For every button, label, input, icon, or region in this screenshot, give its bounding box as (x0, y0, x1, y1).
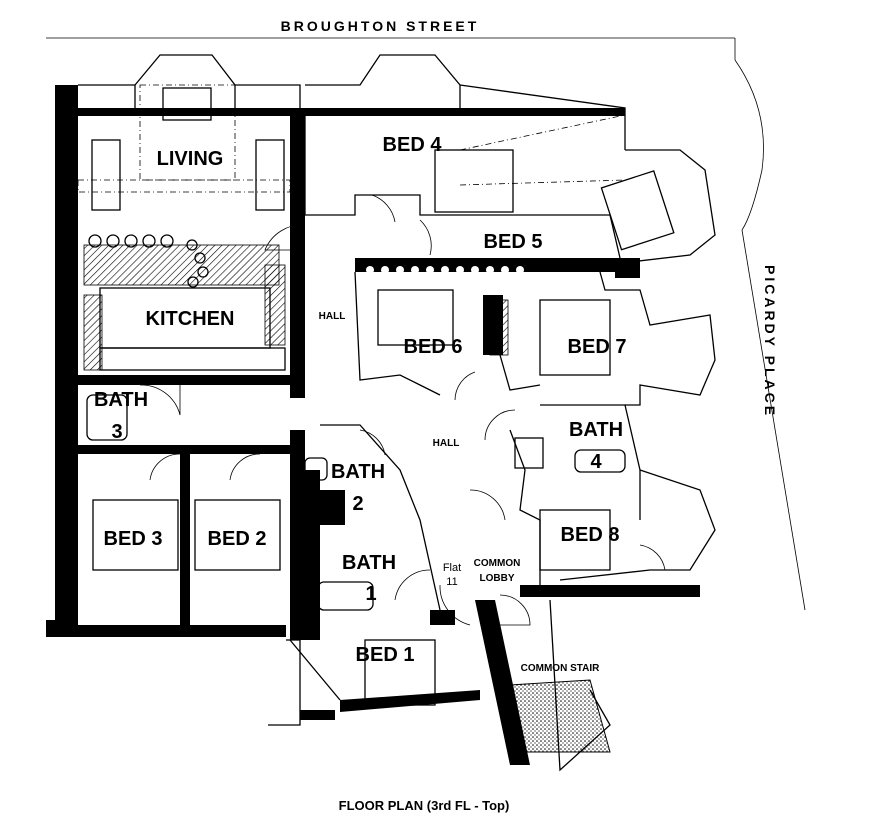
room-label-bed8: BED 8 (561, 524, 620, 546)
room-label-common-lobby-2: LOBBY (480, 573, 515, 584)
room-label-common-lobby-1: COMMON (474, 558, 521, 569)
room-label-bath1: BATH (342, 552, 396, 574)
plan-caption: FLOOR PLAN (3rd FL - Top) (339, 798, 510, 813)
room-number-bath3: 3 (111, 421, 122, 443)
street-boundaries (46, 37, 806, 611)
room-label-bath3: BATH (94, 389, 148, 411)
street-label-picardy: PICARDY PLACE (762, 265, 778, 418)
street-label-broughton: BROUGHTON STREET (281, 18, 480, 34)
room-number-bath2: 2 (352, 493, 363, 515)
wardrobe-dots (366, 266, 524, 274)
room-label-bed6: BED 6 (404, 336, 463, 358)
room-label-bath4: BATH (569, 419, 623, 441)
flat-label-line1: Flat (443, 562, 461, 574)
room-number-bath4: 4 (590, 451, 602, 473)
room-label-hall-upper: HALL (319, 311, 346, 322)
room-label-bed7: BED 7 (568, 336, 627, 358)
room-label-bed3: BED 3 (104, 528, 163, 550)
flat-label-line2: 11 (446, 576, 457, 588)
room-label-kitchen: KITCHEN (146, 308, 235, 330)
walls (46, 85, 700, 765)
room-label-bed5: BED 5 (484, 231, 543, 253)
furniture (77, 84, 675, 753)
room-label-living: LIVING (157, 148, 224, 170)
room-number-bath1: 1 (365, 583, 376, 605)
bar-stools (88, 234, 209, 288)
room-label-hall-main: HALL (433, 438, 460, 449)
room-label-bed4: BED 4 (383, 134, 443, 156)
room-label-common-stair: COMMON STAIR (521, 663, 600, 674)
doors (139, 194, 666, 626)
room-label-bed2: BED 2 (208, 528, 267, 550)
room-label-bath2: BATH (331, 461, 385, 483)
room-label-bed1: BED 1 (356, 644, 415, 666)
